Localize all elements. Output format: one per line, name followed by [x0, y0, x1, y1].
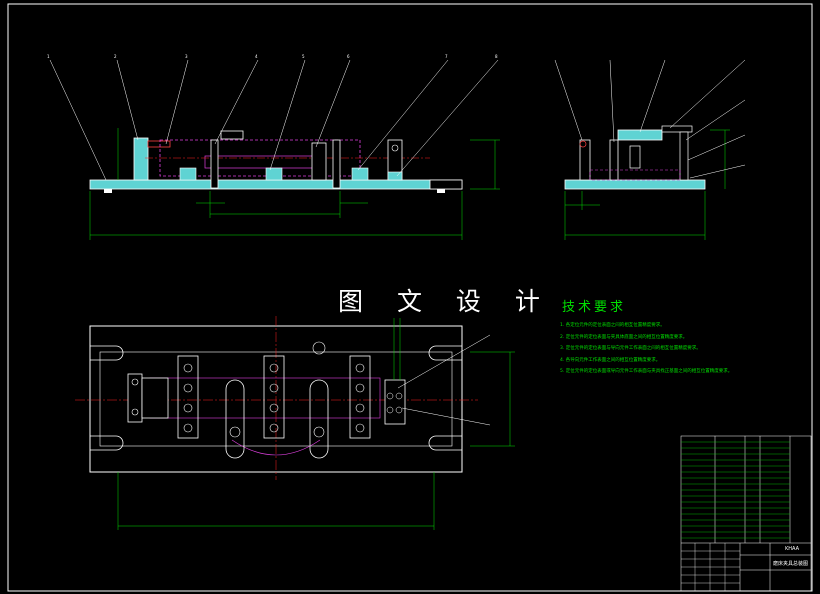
drawing-border — [7, 3, 813, 592]
svg-text:4: 4 — [255, 54, 258, 59]
title-block — [680, 435, 812, 592]
title-block-rows — [681, 441, 790, 539]
svg-text:2: 2 — [114, 54, 117, 59]
svg-text:1: 1 — [47, 54, 50, 59]
top-view — [75, 316, 515, 530]
title-block-lower — [681, 543, 740, 591]
tech-requirements-title: 技术要求 — [562, 300, 627, 315]
tech-requirement-item: 5. 定位元件的定位表面或导向元件工作表面与夹具找正基面之间的相互位置精度要求。 — [560, 369, 733, 374]
front-view: 1 2 3 4 5 6 7 8 — [47, 54, 500, 240]
svg-text:8: 8 — [495, 54, 498, 59]
svg-text:5: 5 — [302, 54, 305, 59]
tech-requirement-item: 3. 定位元件的定位表面与导向元件工作表面之间的相互位置精度要求。 — [560, 346, 701, 351]
tech-requirement-item: 4. 各导向元件工作表面之间的相互位置精度要求。 — [560, 357, 661, 363]
tech-requirement-item: 2. 定位元件的定位表面与夹具体底面之间的相互位置精度要求。 — [560, 334, 688, 340]
watermark-text: 图 文 设 计 — [338, 287, 553, 316]
side-view — [554, 59, 746, 240]
drawing-title: 磨床夹具总装图 — [773, 561, 809, 567]
tech-requirements-list: 1. 各定位元件的定位表面之间的相互位置精度要求。 2. 定位元件的定位表面与夹… — [560, 320, 732, 378]
svg-text:6: 6 — [347, 54, 350, 59]
drawing-code: KHAA — [785, 546, 800, 552]
tech-requirement-item: 1. 各定位元件的定位表面之间的相互位置精度要求。 — [560, 323, 665, 328]
svg-text:7: 7 — [445, 54, 448, 59]
svg-text:3: 3 — [185, 54, 188, 59]
